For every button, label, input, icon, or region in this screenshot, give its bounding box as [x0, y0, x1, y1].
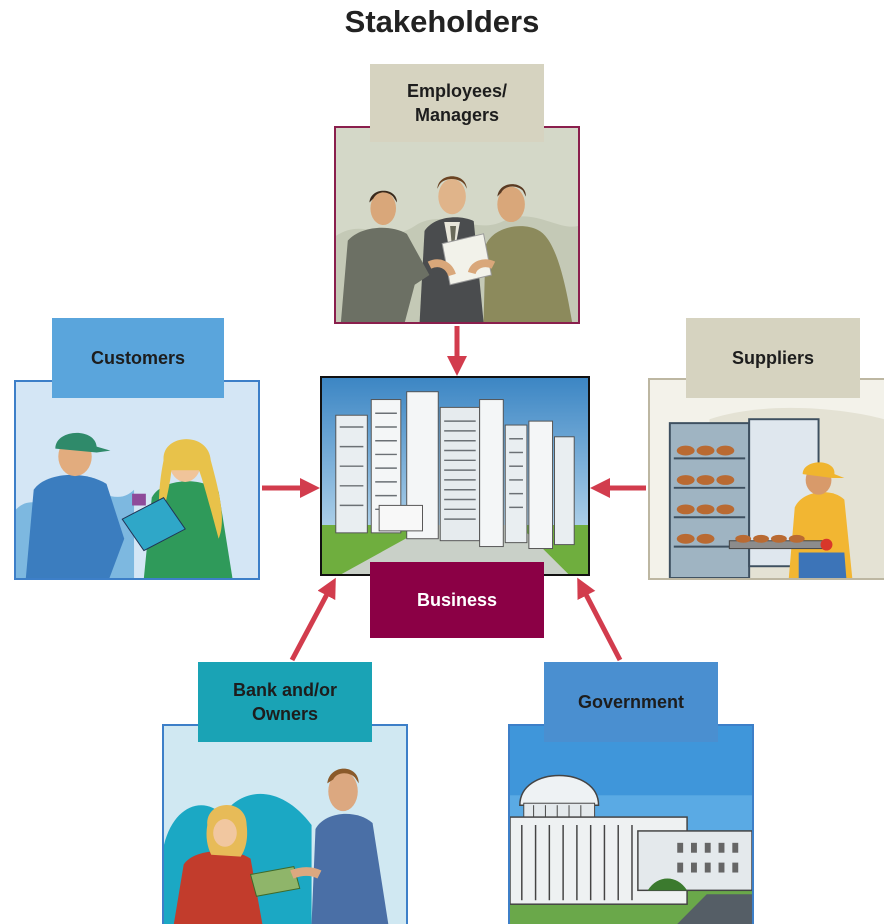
capitol-building-illustration [510, 726, 752, 924]
arrow-bank-to-business [289, 577, 336, 662]
government-label: Government [544, 662, 718, 742]
customer-service-illustration [16, 382, 258, 578]
business-image [320, 376, 590, 576]
bank-owners-image [162, 724, 408, 924]
business-label: Business [370, 562, 544, 638]
government-image [508, 724, 754, 924]
employees-managers-label: Employees/ Managers [370, 64, 544, 142]
suppliers-label: Suppliers [686, 318, 860, 398]
employees-managers-image [334, 126, 580, 324]
bank-owners-label: Bank and/or Owners [198, 662, 372, 742]
customers-image [14, 380, 260, 580]
office-building-illustration [322, 378, 588, 574]
bank-owner-illustration [164, 726, 406, 924]
diagram-title: Stakeholders [344, 4, 540, 39]
managers-meeting-illustration [336, 128, 578, 322]
bakery-supplier-illustration [650, 380, 884, 578]
customers-label: Customers [52, 318, 224, 398]
arrow-government-to-business [577, 577, 623, 662]
suppliers-image [648, 378, 884, 580]
